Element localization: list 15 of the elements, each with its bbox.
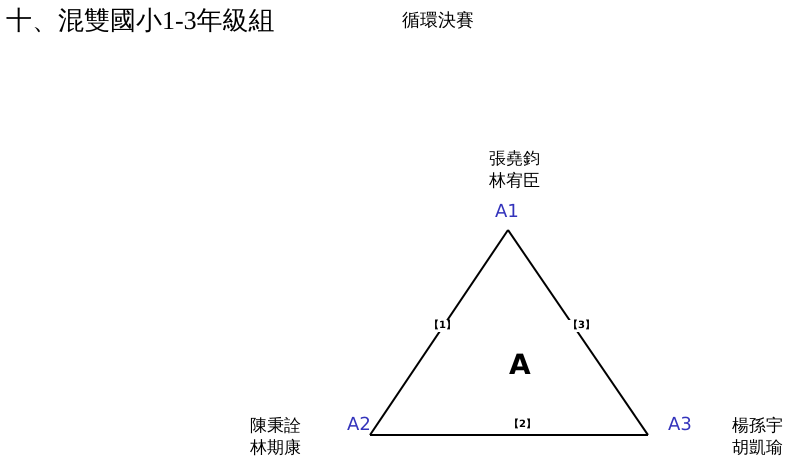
title: 十、混雙國小1-3年級組 bbox=[6, 5, 275, 37]
match-line bbox=[370, 434, 648, 436]
vertex-label: A1 bbox=[495, 202, 519, 222]
heading: 循環決賽 bbox=[402, 10, 474, 32]
player-name: 林宥臣 bbox=[489, 170, 540, 192]
group-letter: A bbox=[509, 348, 531, 382]
match-line bbox=[507, 229, 649, 436]
player-name: 胡凱瑜 bbox=[732, 437, 783, 459]
player-name: 張堯鈞 bbox=[489, 148, 540, 170]
player-name: 林期康 bbox=[250, 437, 301, 459]
vertex-label: A2 bbox=[347, 415, 371, 435]
player-name: 楊孫宇 bbox=[732, 415, 783, 437]
vertex-label: A3 bbox=[668, 415, 692, 435]
match-line bbox=[369, 229, 509, 436]
player-name: 陳秉詮 bbox=[250, 415, 301, 437]
